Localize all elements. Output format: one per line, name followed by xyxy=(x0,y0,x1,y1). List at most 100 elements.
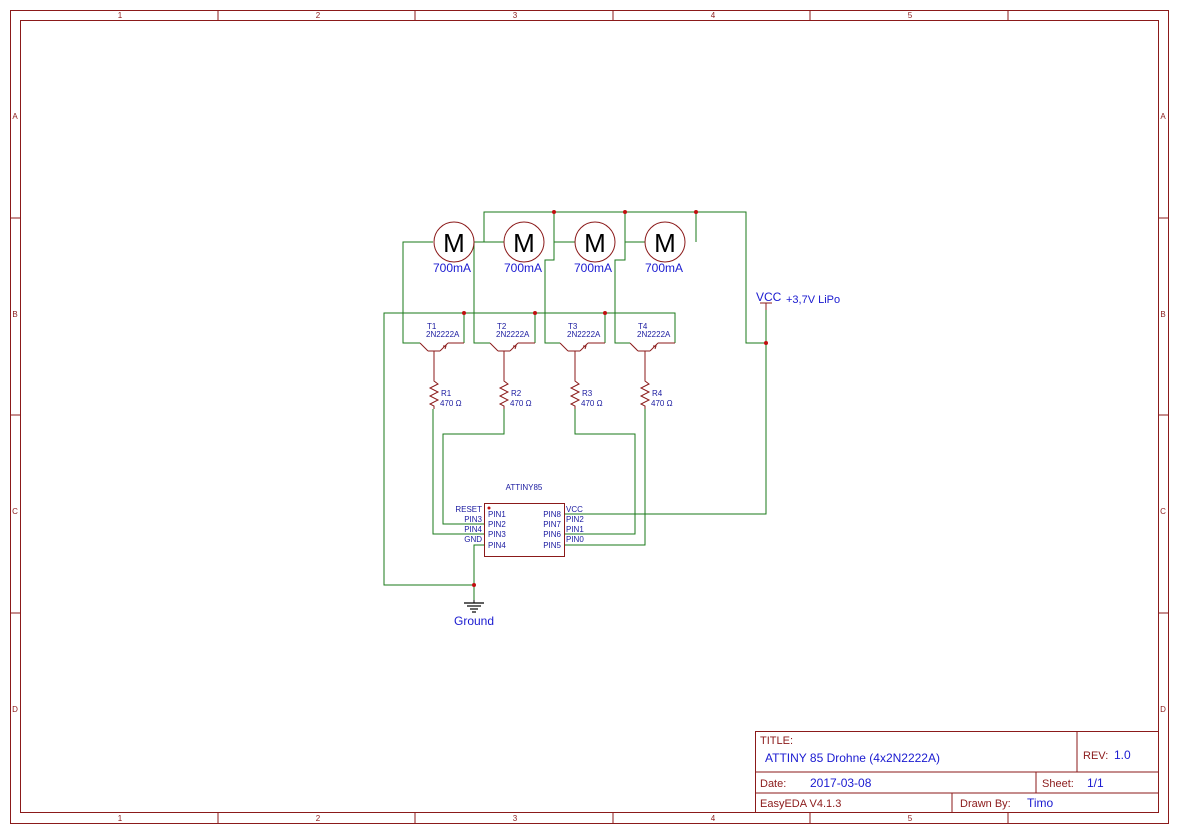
ic-name: ATTINY85 xyxy=(506,483,543,492)
row-label: A xyxy=(1160,112,1166,121)
ic-right-pin: PIN5 xyxy=(543,541,561,550)
transistor-t3: T3 2N2222A xyxy=(559,322,605,378)
column-label: 3 xyxy=(513,814,518,823)
motor-m4: M 700mA xyxy=(644,221,686,275)
junction-dot xyxy=(533,311,537,315)
r1-wire xyxy=(432,409,484,535)
ic-left-net: PIN4 xyxy=(464,525,482,534)
motor-rating: 700mA xyxy=(574,261,612,275)
transistor-part: 2N2222A xyxy=(637,330,671,339)
junction-dot xyxy=(552,210,556,214)
ic-left-pin: PIN2 xyxy=(488,520,506,529)
column-label: 5 xyxy=(908,11,913,20)
resistor-r3: R3 470 Ω xyxy=(569,378,603,409)
row-label: D xyxy=(12,705,18,714)
r2-wire xyxy=(442,409,505,525)
ic-left-net: GND xyxy=(464,535,482,544)
transistor-ref: T1 xyxy=(427,322,437,331)
ic-left-net: RESET xyxy=(455,505,482,514)
junctions xyxy=(462,210,768,587)
transistor-ref: T4 xyxy=(638,322,648,331)
vcc-net-label: VCC xyxy=(756,290,782,304)
transistor-ref: T3 xyxy=(568,322,578,331)
transistor-t1: T1 2N2222A xyxy=(419,322,464,378)
tool-version: EasyEDA V4.1.3 xyxy=(760,798,841,810)
motor-rating: 700mA xyxy=(433,261,471,275)
ic-right-pin: PIN8 xyxy=(543,510,561,519)
rev-label: REV: xyxy=(1083,750,1108,762)
vcc-supply-label: +3,7V LiPo xyxy=(786,294,840,306)
column-label: 1 xyxy=(118,11,123,20)
row-label: A xyxy=(12,112,18,121)
title-block: TITLE: ATTINY 85 Drohne (4x2N2222A) REV:… xyxy=(755,731,1159,813)
resistor-r2: R2 470 Ω xyxy=(498,378,532,409)
ic-left-pin: PIN1 xyxy=(488,510,506,519)
transistor-part: 2N2222A xyxy=(496,330,530,339)
vcc-power-symbol: VCC +3,7V LiPo xyxy=(756,290,840,310)
r4-wire xyxy=(565,409,646,546)
sheet-label: Sheet: xyxy=(1042,778,1074,790)
ic-right-net: PIN1 xyxy=(566,525,584,534)
transistor-t4: T4 2N2222A xyxy=(629,322,675,378)
resistor-r4: R4 470 Ω xyxy=(639,378,673,409)
ic-right-pin: PIN7 xyxy=(543,520,561,529)
column-label: 5 xyxy=(908,814,913,823)
column-labels: 1 2 3 4 5 1 2 3 4 5 xyxy=(118,11,913,823)
row-label: D xyxy=(1160,705,1166,714)
row-label: B xyxy=(1160,310,1165,319)
gnd-wire xyxy=(473,544,484,600)
ic-right-net: PIN0 xyxy=(566,535,584,544)
ground-label: Ground xyxy=(454,614,494,628)
resistor-ref: R4 xyxy=(652,389,663,398)
column-label: 1 xyxy=(118,814,123,823)
date-value: 2017-03-08 xyxy=(810,776,872,790)
row-labels: A B C D A B C D xyxy=(12,112,1166,714)
resistor-ref: R1 xyxy=(441,389,452,398)
row-label: C xyxy=(1160,507,1166,516)
motor-symbol: M xyxy=(513,228,535,258)
motor-rating: 700mA xyxy=(645,261,683,275)
vcc-bus-wire xyxy=(483,211,766,344)
sheet-value: 1/1 xyxy=(1087,776,1104,790)
drawn-by-label: Drawn By: xyxy=(960,798,1011,810)
emitter-bus-wire xyxy=(383,312,676,586)
column-label: 2 xyxy=(316,11,321,20)
resistor-value: 470 Ω xyxy=(440,399,462,408)
date-label: Date: xyxy=(760,778,786,790)
transistor-t2: T2 2N2222A xyxy=(489,322,535,378)
junction-dot xyxy=(694,210,698,214)
motor-symbol: M xyxy=(654,228,676,258)
ic-left-pin: PIN4 xyxy=(488,541,506,550)
resistor-ref: R2 xyxy=(511,389,522,398)
junction-dot xyxy=(472,583,476,587)
vcc-ic-wire xyxy=(565,303,767,515)
junction-dot xyxy=(603,311,607,315)
motor-symbol: M xyxy=(584,228,606,258)
transistor-part: 2N2222A xyxy=(567,330,601,339)
motor-m3: M 700mA xyxy=(574,221,616,275)
wires xyxy=(383,211,767,600)
motor-symbol: M xyxy=(443,228,465,258)
drawing-title: ATTINY 85 Drohne (4x2N2222A) xyxy=(765,751,940,765)
motor-m2: M 700mA xyxy=(503,221,545,275)
drawn-by-value: Timo xyxy=(1027,796,1054,810)
resistor-value: 470 Ω xyxy=(510,399,532,408)
motor-4-wire xyxy=(614,241,645,344)
motor-m1: M 700mA xyxy=(433,221,475,275)
row-label: C xyxy=(12,507,18,516)
rev-value: 1.0 xyxy=(1114,748,1131,762)
column-label: 4 xyxy=(711,814,716,823)
junction-dot xyxy=(623,210,627,214)
transistor-ref: T2 xyxy=(497,322,507,331)
column-label: 2 xyxy=(316,814,321,823)
r3-wire xyxy=(565,409,636,535)
resistor-value: 470 Ω xyxy=(651,399,673,408)
junction-dot xyxy=(764,341,768,345)
junction-dot xyxy=(462,311,466,315)
column-label: 4 xyxy=(711,11,716,20)
sheet-frame xyxy=(10,10,1169,824)
ic-attiny85: ATTINY85 RESET PIN3 PIN4 GND PIN1 PIN2 P… xyxy=(455,483,584,557)
column-label: 3 xyxy=(513,11,518,20)
motor-1-wire xyxy=(402,241,433,344)
